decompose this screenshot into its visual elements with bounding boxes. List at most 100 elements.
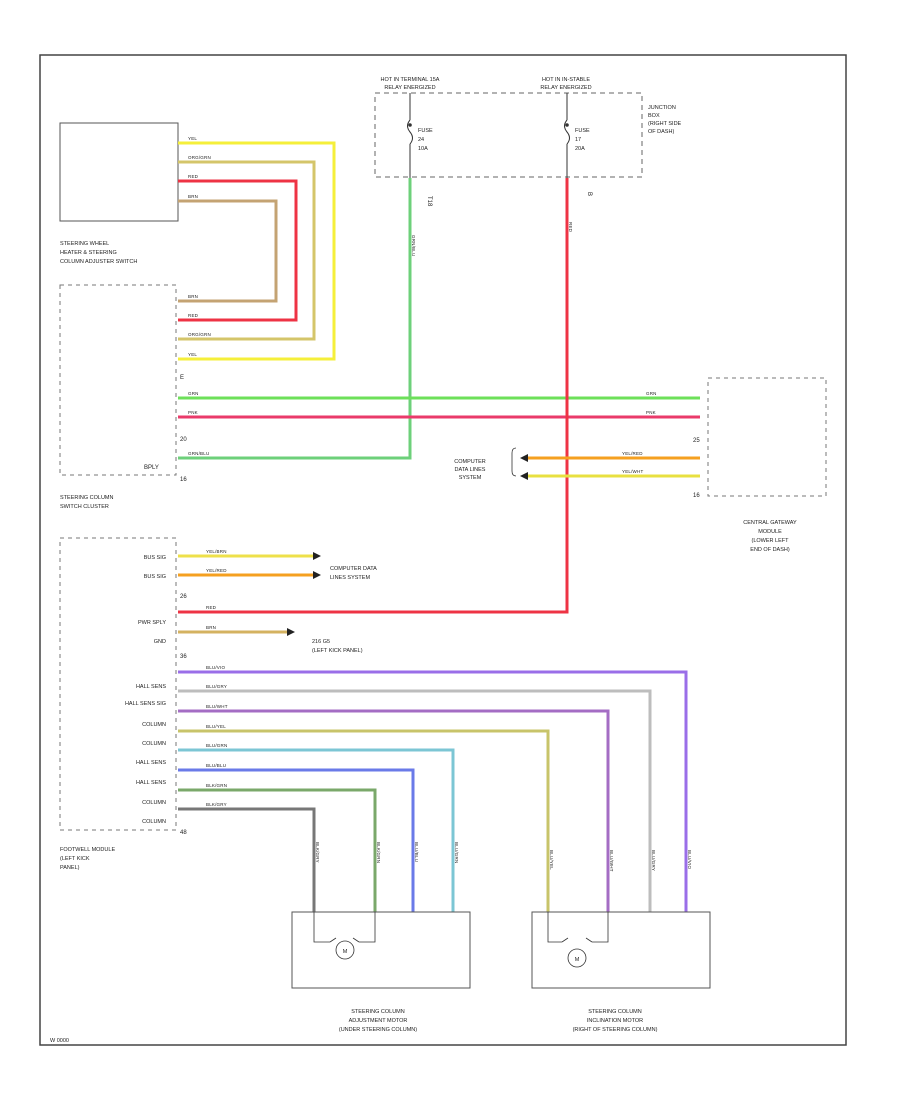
footwell-pin-column-3: COLUMN [142,800,166,806]
fuse-17-out-pin: B [586,192,592,196]
wire-code-blkgry-v: BLK/GRY [315,842,320,863]
switch-cluster-box [59,284,177,476]
data-lines-label-2: DATA LINES [455,467,486,473]
inclination-motor: M [531,911,711,989]
hot-run-label: HOT IN TERMINAL 15A [381,77,440,83]
motor-wires [178,670,688,912]
heater-switch-label-2: HEATER & STEERING [60,250,117,256]
footwell-label-2: (LEFT KICK [60,856,90,862]
incline-motor-label-2: INCLINATION MOTOR [587,1018,643,1024]
wire-blkgrn [178,788,377,912]
footwell-pin-column-1: COLUMN [142,722,166,728]
arrow-data-line-2 [520,472,528,480]
footwell-pin-num-48: 48 [180,830,187,836]
gateway-label-2: MODULE [758,529,782,535]
gateway-pin-16: 16 [693,493,700,499]
wire-blugry [178,689,652,912]
heater-switch-label-3: COLUMN ADJUSTER SWITCH [60,259,137,265]
adjust-motor-label-3: (UNDER STEERING COLUMN) [339,1027,417,1033]
data-lines-2-label-1: COMPUTER DATA [330,566,377,572]
wire-blublu [178,768,415,912]
ground-label-2: (LEFT KICK PANEL) [312,648,363,654]
fuse-24-label-2: 24 [418,137,424,143]
footwell-pin-bus-sig-1: BUS SIG [144,555,166,561]
incline-motor-label-1: STEERING COLUMN [588,1009,642,1015]
hot-start-label: HOT IN IN-STABLE [542,77,590,83]
wire-code-grn-left: GRN [188,391,199,396]
footwell-pin-num-36: 36 [180,654,187,660]
fuse-17-label-3: 20A [575,146,585,152]
wire-code-blugry-v: BLU/GRY [651,850,656,871]
wire-code-yelred-gw: YEL/RED [622,451,643,456]
fuse-24-label-3: 10A [418,146,428,152]
wire-code-yelbrn-bus: YEL/BRN [206,549,227,554]
wire-code-bluyel-v: BLU/YEL [549,850,554,870]
footwell-pin-hall-sens-1: HALL SENS [136,684,166,690]
wire-bluwht [178,709,610,912]
junction-box-label-1: JUNCTION [648,105,676,111]
diagram-frame [39,54,847,1046]
data-lines-bracket [511,447,517,477]
footwell-pin-bus-sig-2: BUS SIG [144,574,166,580]
switch-cluster-pin-16: 16 [180,477,187,483]
hot-start-label-2: RELAY ENERGIZED [540,85,591,91]
wire-grnblu-fuse24 [178,178,412,460]
wire-code-blugrn: BLU/GRN [206,743,227,748]
wire-code-bluwht: BLU/WHT [206,704,228,709]
wire-code-blkgrn: BLK/GRN [206,783,227,788]
wire-code-brn-gnd: BRN [206,625,216,630]
wire-code-brn-top: BRN [188,194,198,199]
wire-code-yelwht-gw: YEL/WHT [622,469,643,474]
wire-code-orggrn-top: ORG/GRN [188,155,211,160]
data-lines-2-label-2: LINES SYSTEM [330,575,370,581]
wire-code-grnblu-vert: GRN/BLU [411,235,416,256]
wire-bluyel [178,729,550,912]
fuse-24: FUSE 24 10A T18 [407,93,433,207]
footwell-module-box [59,537,177,831]
wire-code-grn-right: GRN [646,391,657,396]
wire-code-red-top: RED [188,174,199,179]
junction-box-outline [374,92,643,178]
fuse-17-label-1: FUSE [575,128,590,134]
wire-code-bluvio-v: BLU/VIO [687,850,692,869]
gateway-label-1: CENTRAL GATEWAY [743,520,797,526]
wire-code-blublu-v: BLU/BLU [414,842,419,862]
ground-label-1: 216 G5 [312,639,330,645]
wire-code-blublu: BLU/BLU [206,763,226,768]
wire-code-red-bot: RED [188,313,199,318]
inclination-motor-m: M [575,957,580,963]
gateway-label-3: (LOWER LEFT [752,538,790,544]
data-lines-label-3: SYSTEM [459,475,482,481]
arrow-gnd [287,628,295,636]
junction-box-label-2: BOX [648,113,660,119]
wire-code-blkgrn-v: BLK/GRN [376,842,381,863]
diagram-code: W 0000 [50,1038,69,1044]
wire-blkgry [178,807,316,912]
wire-blugrn [178,748,455,912]
gateway-box [707,377,827,497]
wire-code-yel-top: YEL [188,136,197,141]
wire-code-pnk-right: PNK [646,410,656,415]
wire-code-red-vert: RED [568,222,573,233]
switch-cluster-label-1: STEERING COLUMN [60,495,114,501]
junction-box-label-3: (RIGHT SIDE [648,121,682,127]
wire-code-blugrn-v: BLU/GRN [454,842,459,863]
wire-code-yel-bot: YEL [188,352,197,357]
wire-code-pnk-left: PNK [188,410,198,415]
footwell-label-1: FOOTWELL MODULE [60,847,115,853]
fuse-24-label-1: FUSE [418,128,433,134]
footwell-pin-num-26: 26 [180,594,187,600]
adjustment-motor-m: M [343,949,348,955]
heater-switch-box [59,122,179,222]
wire-yel-loop [178,141,336,361]
wire-code-grnblu-h: GRN/BLU [188,451,209,456]
footwell-pin-hall-sens-3: HALL SENS [136,780,166,786]
footwell-pin-column-4: COLUMN [142,819,166,825]
adjust-motor-label-2: ADJUSTMENT MOTOR [349,1018,408,1024]
wire-brn-loop [178,199,278,303]
data-lines-label-1: COMPUTER [454,459,486,465]
wire-code-red-pwr: RED [206,605,217,610]
footwell-label-3: PANEL) [60,865,80,871]
wire-red-loop [178,179,298,322]
